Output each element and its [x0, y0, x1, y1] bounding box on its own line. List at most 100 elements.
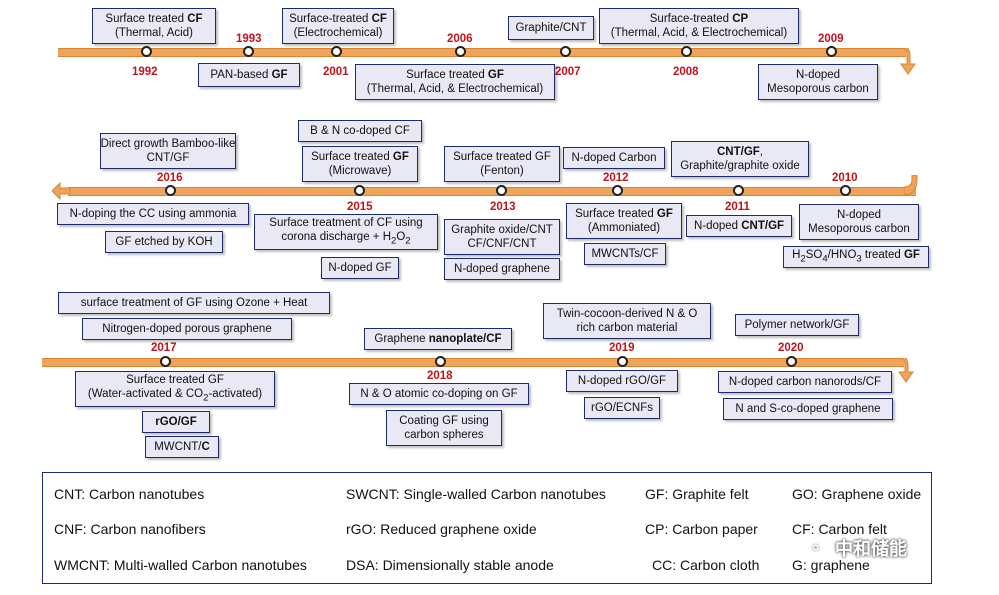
milestone-text: corona discharge + H2O2	[281, 230, 411, 247]
milestone-text: N-doped	[795, 69, 841, 81]
milestone-text: Graphene nanoplate/CF	[374, 333, 502, 345]
timeline-dot	[840, 185, 851, 196]
milestone-text: MWCNT/C	[154, 441, 210, 453]
milestone-text: Surface treatment of CF using	[269, 216, 423, 229]
timeline-dot	[331, 46, 342, 57]
year-label: 2012	[603, 172, 629, 184]
year-label: 2006	[447, 33, 473, 45]
chat-bubble-icon: ⚬	[808, 538, 824, 558]
legend-entry: DSA: Dimensionally stable anode	[346, 557, 554, 573]
milestone-box: N-doped GF	[321, 257, 399, 279]
year-label: 2010	[832, 172, 858, 184]
milestone-box: Twin-cocoon-derived N & O rich carbon mat…	[543, 303, 711, 339]
milestone-text: N-doped carbon nanorods/CF	[728, 376, 882, 388]
year-label: 2019	[609, 342, 635, 354]
timeline-dot	[560, 46, 571, 57]
milestone-text: (Fenton)	[480, 165, 524, 177]
year-label: 2008	[673, 66, 699, 78]
milestone-box: rGO/ECNFs	[584, 397, 660, 419]
milestone-box: B & N co-doped CF	[298, 120, 422, 142]
timeline-dot	[455, 46, 466, 57]
legend-entry: CNF: Carbon nanofibers	[54, 521, 206, 537]
legend-entry: CP: Carbon paper	[645, 521, 758, 537]
milestone-box: rGO/GF	[142, 411, 210, 433]
legend-entry: GO: Graphene oxide	[792, 486, 922, 502]
milestone-text: (Thermal, Acid, & Electrochemical)	[366, 83, 544, 95]
timeline-dot	[496, 185, 507, 196]
timeline-dot	[786, 356, 797, 367]
timeline-line-3	[42, 358, 904, 367]
timeline-dot	[165, 185, 176, 196]
arrow-down-icon	[900, 48, 916, 75]
milestone-box: Graphite/CNT	[508, 16, 594, 40]
timeline-dot	[826, 46, 837, 57]
year-label: 2017	[151, 342, 177, 354]
year-label: 2020	[778, 342, 804, 354]
legend-entry: SWCNT: Single-walled Carbon nanotubes	[346, 486, 606, 502]
milestone-box: MWCNT/C	[145, 436, 219, 458]
milestone-box: Surface treated GF (Thermal, Acid, & Elec…	[355, 64, 555, 100]
milestone-box: N-doped Carbon	[563, 147, 665, 169]
milestone-box: Surface treated GF(Water-activated & CO2…	[75, 371, 275, 407]
year-label: 2007	[555, 66, 581, 78]
year-label: 2009	[818, 33, 844, 45]
timeline-dot	[435, 356, 446, 367]
milestone-box: N-doped CNT/GF	[686, 215, 792, 237]
timeline-line-2	[68, 187, 916, 196]
milestone-text: Surface-treated CF	[289, 13, 387, 25]
milestone-text: B & N co-doped CF	[310, 125, 410, 137]
year-label: 2018	[427, 370, 453, 382]
milestone-box: Graphite oxide/CNT CF/CNF/CNT	[444, 219, 560, 255]
milestone-box: Surface treated CF(Thermal, Acid)	[92, 8, 216, 44]
milestone-box: N-doped graphene	[444, 258, 560, 280]
milestone-box: Graphene nanoplate/CF	[364, 328, 512, 350]
milestone-text: Surface-treated CP	[649, 13, 749, 25]
arrow-down-icon	[898, 358, 914, 383]
year-label: 1993	[236, 33, 262, 45]
milestone-text: CF/CNF/CNT	[467, 238, 537, 250]
legend-entry: CF: Carbon felt	[792, 521, 887, 537]
milestone-text: N-doped GF	[328, 262, 392, 274]
milestone-text: (Electrochemical)	[293, 27, 383, 39]
timeline-dot	[141, 46, 152, 57]
milestone-text: CNT/GF,	[716, 146, 763, 158]
milestone-text: CNT/GF	[146, 152, 190, 164]
milestone-box: GF etched by KOH	[105, 231, 223, 253]
milestone-text: Surface treated GF	[311, 151, 409, 163]
timeline-dot	[733, 185, 744, 196]
timeline-dot	[354, 185, 365, 196]
milestone-text: N-doped	[836, 209, 882, 221]
legend-entry: CNT: Carbon nanotubes	[54, 486, 205, 502]
milestone-text: Surface treated GF	[406, 69, 504, 81]
milestone-text: PAN-based GF	[210, 69, 288, 81]
legend-entry: CC: Carbon cloth	[652, 557, 760, 573]
year-label: 2016	[157, 172, 183, 184]
milestone-box: Surface treated GF (Microwave)	[302, 146, 418, 182]
milestone-text: N-doping the CC using ammonia	[69, 208, 237, 220]
milestone-box: surface treatment of GF using Ozone + He…	[58, 292, 330, 314]
milestone-box: Surface-treated CF (Electrochemical)	[282, 8, 394, 44]
legend-entry: rGO: Reduced graphene oxide	[346, 521, 537, 537]
milestone-text: N-doped CNT/GF	[693, 220, 785, 232]
milestone-text: (Thermal, Acid, & Electrochemical)	[610, 27, 788, 39]
milestone-text: Mesoporous carbon	[808, 223, 910, 235]
milestone-text: Nitrogen-doped porous graphene	[102, 323, 272, 335]
milestone-text: surface treatment of GF using Ozone + He…	[80, 297, 308, 309]
abbreviation-legend	[42, 472, 932, 584]
milestone-box: N & O atomic co-doping on GF	[349, 383, 529, 405]
milestone-text: Direct growth Bamboo-like	[100, 138, 236, 150]
milestone-text: carbon spheres	[404, 429, 484, 441]
milestone-text: rich carbon material	[576, 322, 678, 334]
timeline-dot	[243, 46, 254, 57]
milestone-box: CNT/GF,Graphite/graphite oxide	[671, 141, 809, 177]
timeline-line-1	[58, 48, 906, 57]
milestone-text: (Microwave)	[328, 165, 392, 177]
milestone-box: N-doped carbon nanorods/CF	[718, 371, 892, 393]
legend-entry: G: graphene	[792, 557, 870, 573]
milestone-text: Twin-cocoon-derived N & O	[556, 308, 698, 320]
milestone-text: Graphite oxide/CNT	[451, 224, 553, 236]
arrow-turn-icon	[904, 175, 918, 196]
milestone-box: Nitrogen-doped porous graphene	[82, 318, 292, 340]
